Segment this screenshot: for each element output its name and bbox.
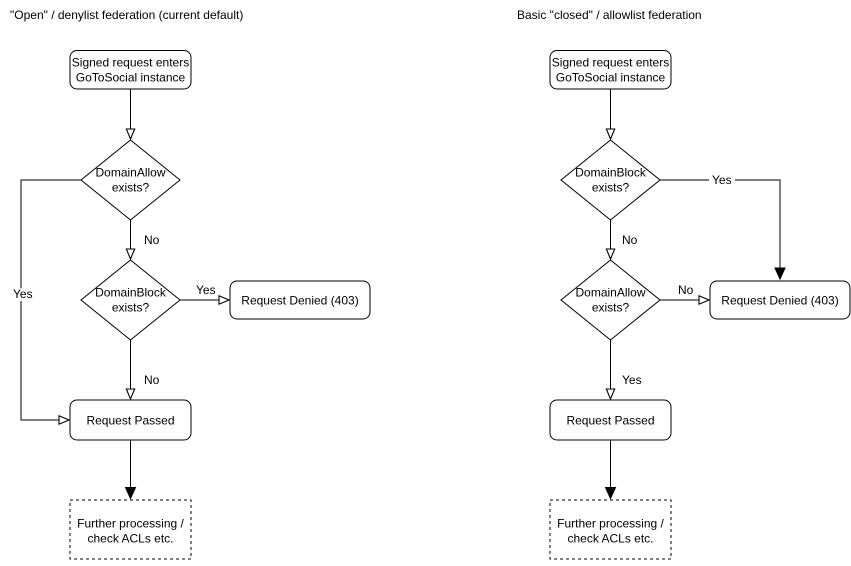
- decision-diamond: [560, 259, 661, 341]
- decision-label-line1: DomainBlock: [575, 166, 647, 180]
- start-box: [69, 50, 192, 90]
- node-request-passed: Request Passed: [69, 399, 192, 441]
- passed-label: Request Passed: [86, 414, 174, 428]
- node-decision-domainblock: DomainBlock exists?: [560, 139, 661, 221]
- decision-label-line2: exists?: [112, 181, 150, 195]
- edge-label-no: No: [622, 233, 638, 247]
- further-box: [549, 499, 672, 560]
- denied-box: [229, 280, 371, 320]
- node-request-passed: Request Passed: [549, 399, 672, 441]
- denied-label: Request Denied (403): [721, 294, 838, 308]
- decision-diamond: [560, 139, 661, 221]
- edge-label-bg: [11, 288, 37, 301]
- denied-label: Request Denied (403): [241, 294, 358, 308]
- node-request-denied: Request Denied (403): [229, 280, 371, 320]
- edge-label-no: No: [144, 233, 160, 247]
- decision-label-line2: exists?: [592, 301, 630, 315]
- denied-box: [709, 280, 851, 320]
- node-further-processing: Further processing / check ACLs etc.: [549, 499, 672, 560]
- edge-label-yes: Yes: [13, 287, 33, 301]
- decision-label-line2: exists?: [112, 301, 150, 315]
- start-label-line2: GoToSocial instance: [76, 71, 186, 85]
- further-label-line2: check ACLs etc.: [87, 532, 173, 546]
- passed-box: [549, 399, 672, 441]
- chart-title: "Open" / denylist federation (current de…: [10, 8, 243, 22]
- node-start: Signed request enters GoToSocial instanc…: [549, 50, 672, 90]
- edge-label-bg: [709, 174, 735, 186]
- edge-label-yes: Yes: [196, 283, 216, 297]
- further-box: [69, 499, 192, 560]
- further-label-line1: Further processing /: [557, 517, 664, 531]
- node-decision-domainallow: DomainAllow exists?: [560, 259, 661, 341]
- start-label-line2: GoToSocial instance: [556, 71, 666, 85]
- edge-blockcheck-yes: [660, 179, 786, 281]
- further-label-line1: Further processing /: [77, 517, 184, 531]
- passed-label: Request Passed: [566, 414, 654, 428]
- node-further-processing: Further processing / check ACLs etc.: [69, 499, 192, 560]
- start-label-line1: Signed request enters: [552, 56, 669, 70]
- start-box: [549, 50, 672, 90]
- decision-label-line1: DomainAllow: [95, 166, 165, 180]
- start-label-line1: Signed request enters: [72, 56, 189, 70]
- node-decision-domainblock: DomainBlock exists?: [80, 259, 181, 341]
- decision-label-line1: DomainAllow: [575, 286, 645, 300]
- node-request-denied: Request Denied (403): [709, 280, 851, 320]
- edge-label-no: No: [144, 373, 160, 387]
- edge-label-no: No: [678, 283, 694, 297]
- decision-diamond: [80, 259, 181, 341]
- flowchart-closed-allowlist: Basic "closed" / allowlist federation Ye…: [517, 8, 851, 560]
- flowchart-open-denylist: "Open" / denylist federation (current de…: [10, 8, 371, 560]
- node-start: Signed request enters GoToSocial instanc…: [69, 50, 192, 90]
- decision-label-line1: DomainBlock: [95, 286, 167, 300]
- decision-label-line2: exists?: [592, 181, 630, 195]
- node-decision-domainallow: DomainAllow exists?: [80, 139, 181, 221]
- decision-diamond: [80, 139, 181, 221]
- further-label-line2: check ACLs etc.: [567, 532, 653, 546]
- edge-label-yes: Yes: [622, 373, 642, 387]
- chart-title: Basic "closed" / allowlist federation: [517, 8, 702, 22]
- edge-label-yes: Yes: [712, 173, 732, 187]
- passed-box: [69, 399, 192, 441]
